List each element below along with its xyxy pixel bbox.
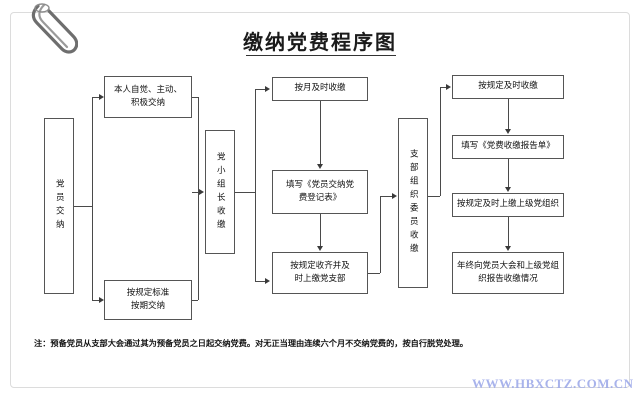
- node-label-line2: 按期交纳: [130, 301, 165, 311]
- node-label: 支部组织委员收缴: [408, 149, 419, 257]
- node-label-line1: 年终向党员大会和上级党组: [456, 260, 559, 271]
- edge-n5-n6: [320, 101, 321, 164]
- edge-n4-riser: [255, 89, 256, 281]
- arrow-n7-n8: [392, 192, 397, 199]
- node-monthly-collect: 按月及时收缴: [272, 77, 368, 101]
- arrow-n9-n10: [504, 129, 511, 134]
- edge-to-n4: [192, 192, 199, 193]
- arrow-n8-n9: [446, 83, 451, 90]
- edge-n3-out: [192, 300, 198, 301]
- arrow-n1-n3: [99, 296, 104, 303]
- node-label-line2: 费登记表》: [298, 193, 342, 203]
- arrow-n1-n2: [99, 93, 104, 100]
- node-voluntary-payment: 本人自觉、主动、 积极交纳: [104, 76, 192, 118]
- edge-n7-out: [368, 273, 380, 274]
- node-pay-by-standard: 按规定标准 按期交纳: [104, 280, 192, 320]
- node-year-end-report: 年终向党员大会和上级党组 织报告收缴情况: [452, 252, 564, 294]
- node-label: 党员交纳: [54, 179, 65, 233]
- node-label: 按月及时收缴: [294, 83, 346, 94]
- footnote: 注：预备党员从支部大会通过其为预备党员之日起交纳党费。对无正当理由连续六个月不交…: [34, 338, 468, 348]
- node-label: 填写《党费收缴报告单》: [461, 141, 555, 152]
- edge-n4-n5: [255, 89, 265, 90]
- arrow-to-n4: [199, 188, 204, 195]
- arrow-n5-n6: [316, 164, 323, 169]
- edge-n3-rise: [198, 192, 199, 300]
- edge-n4-n7: [255, 281, 265, 282]
- edge-n4-out: [235, 192, 255, 193]
- page-title: 缴纳党费程序图: [243, 30, 397, 54]
- node-label-line1: 按规定标准: [126, 287, 170, 298]
- node-label: 按规定及时收缴: [478, 81, 538, 92]
- edge-n1-riser: [92, 97, 93, 301]
- edge-n7-n8: [380, 196, 392, 197]
- node-group-leader-collect: 党小组长收缴: [205, 130, 235, 254]
- edge-n9-n10: [508, 99, 509, 129]
- node-label-line2: 织报告收缴情况: [478, 274, 538, 284]
- node-submit-to-superior: 按规定及时上缴上级党组织: [452, 193, 564, 217]
- arrow-n4-n5: [265, 85, 270, 92]
- arrow-n10-n11: [504, 187, 511, 192]
- edge-n7-rise: [380, 196, 381, 273]
- title-underline: [246, 55, 396, 56]
- node-collect-and-submit-branch: 按规定收齐并及 时上缴党支部: [272, 252, 368, 294]
- edge-n10-n11: [508, 159, 509, 187]
- node-label: 党小组长收缴: [215, 151, 226, 233]
- node-label-line1: 按规定收齐并及: [290, 260, 350, 271]
- edge-n8-n9: [440, 87, 446, 88]
- edge-n1-n3: [92, 300, 99, 301]
- node-label-line1: 填写《党员交纳党: [285, 179, 354, 190]
- node-label-line2: 时上缴党支部: [294, 274, 346, 284]
- node-branch-organization-member-collect: 支部组织委员收缴: [398, 118, 428, 288]
- node-fill-registration-form: 填写《党员交纳党 费登记表》: [272, 170, 368, 214]
- node-collect-as-required: 按规定及时收缴: [452, 75, 564, 99]
- edge-n1-stem: [74, 206, 92, 207]
- node-label-line2: 积极交纳: [130, 98, 165, 108]
- node-label-line1: 本人自觉、主动、: [113, 84, 182, 95]
- edge-n1-n2: [92, 97, 99, 98]
- edge-n8-out: [428, 196, 440, 197]
- edge-n11-n12: [508, 217, 509, 246]
- node-fill-report-form: 填写《党费收缴报告单》: [452, 135, 564, 159]
- edge-n2-drop: [198, 97, 199, 192]
- watermark: WWW.HBXCTZ.COM.CN: [472, 376, 634, 391]
- arrow-n4-n7: [265, 277, 270, 284]
- edge-n8-rise: [440, 87, 441, 196]
- arrow-n11-n12: [504, 246, 511, 251]
- edge-n6-n7: [320, 214, 321, 246]
- paperclip-icon: [31, 3, 78, 54]
- edge-n2-out: [192, 97, 198, 98]
- node-label: 按规定及时上缴上级党组织: [456, 199, 559, 210]
- arrow-n6-n7: [316, 246, 323, 251]
- node-party-member-pay: 党员交纳: [44, 118, 74, 294]
